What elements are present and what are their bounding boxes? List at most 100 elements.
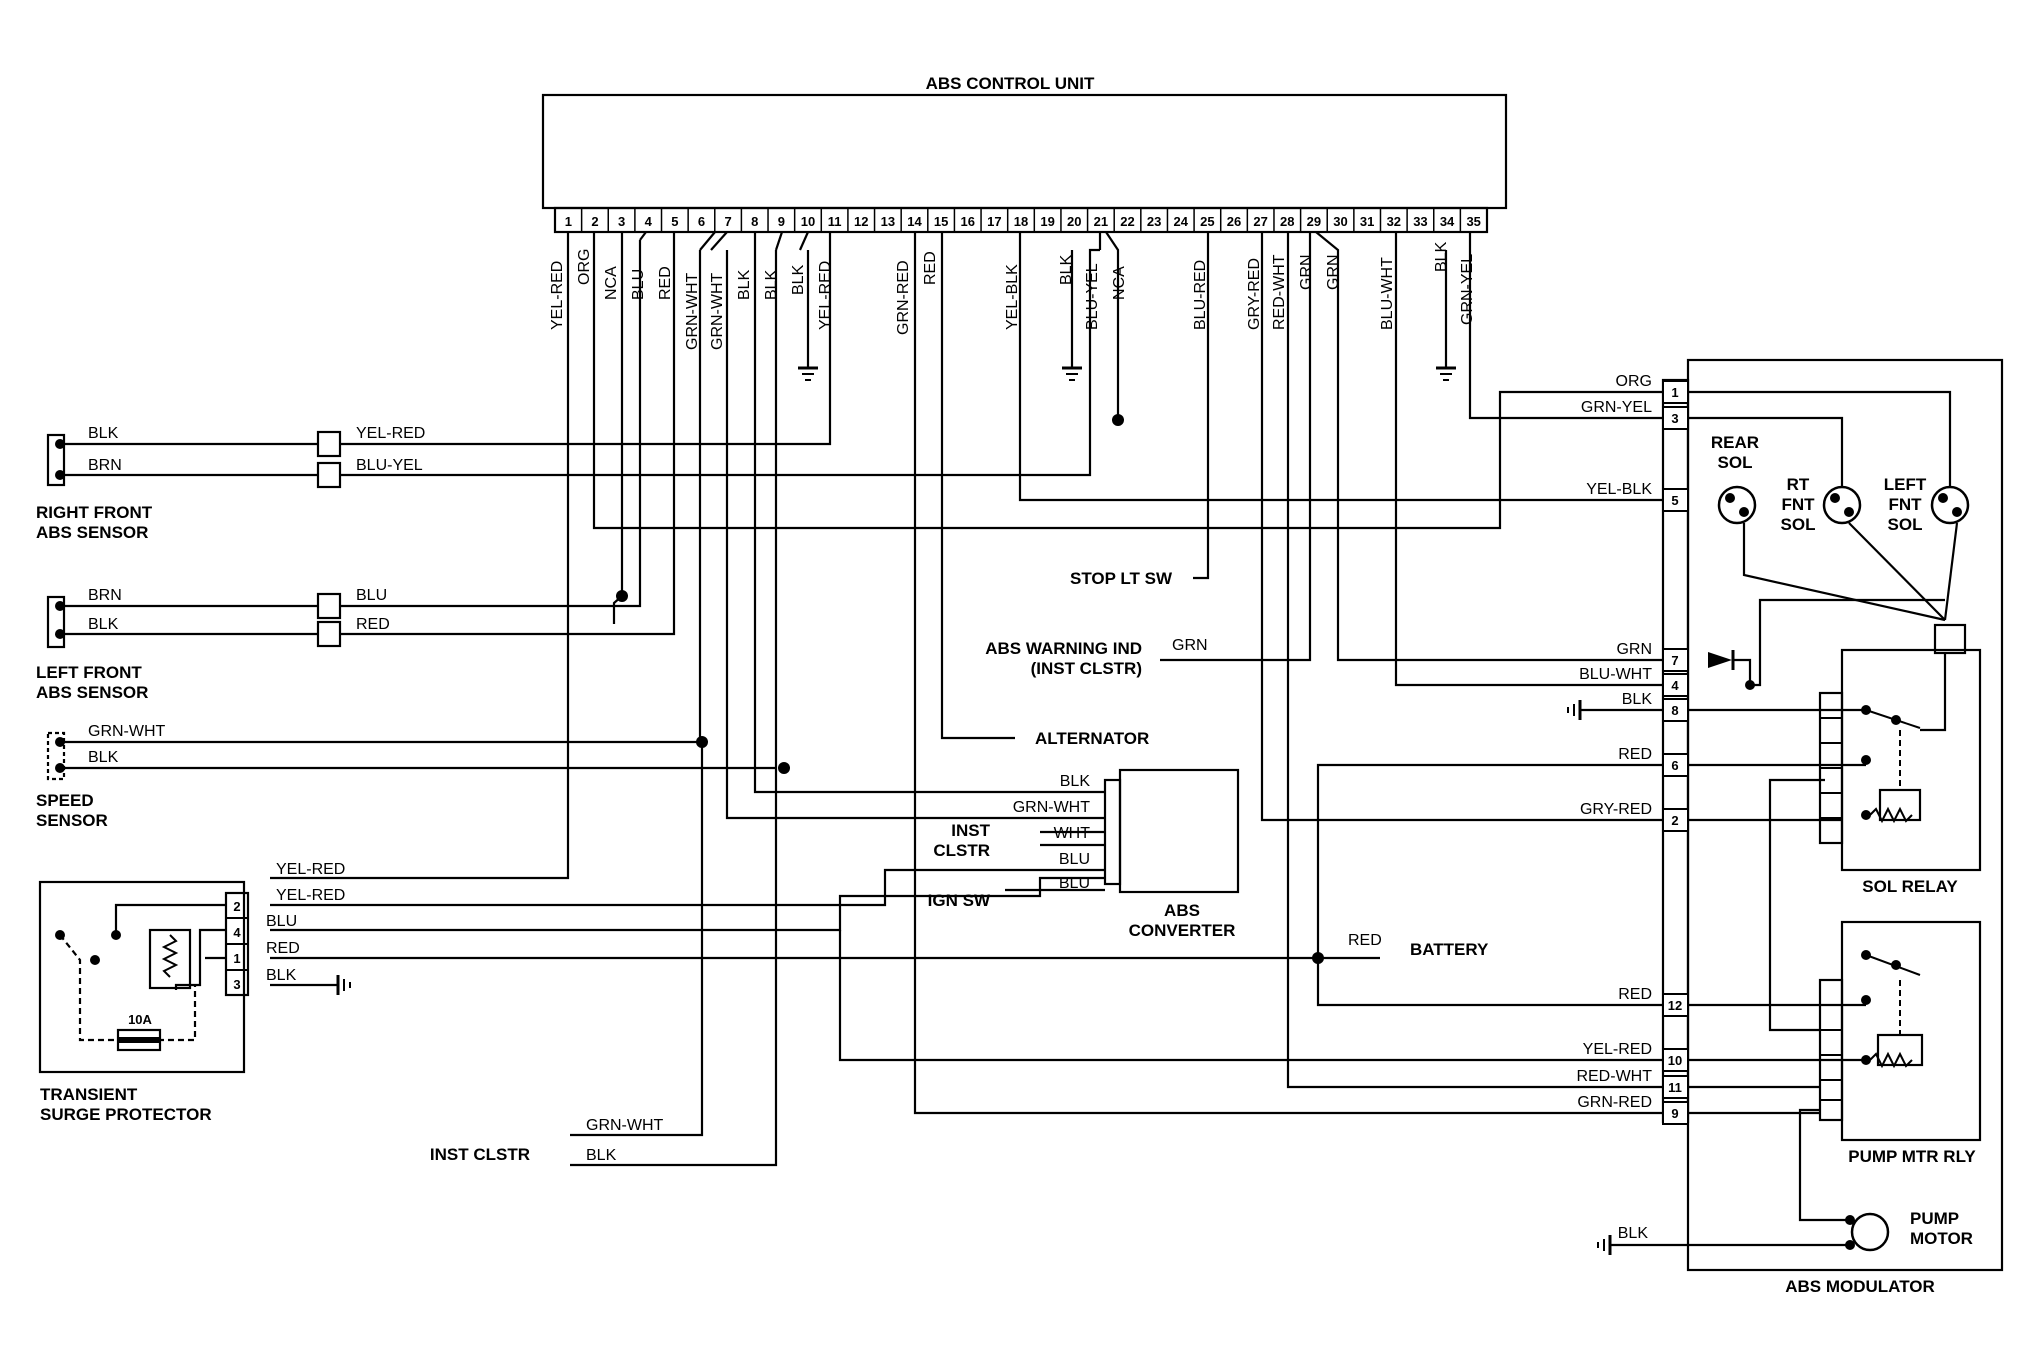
- ecu-wire-label: BLK: [763, 269, 780, 300]
- ecu-wire-label: BLK: [1433, 241, 1450, 272]
- ecu-pin-number: 34: [1440, 214, 1455, 229]
- switch-contact: [55, 930, 65, 940]
- surge-pin: 3: [233, 977, 240, 992]
- splice-dots: [616, 414, 1324, 964]
- modulator-wire-label: GRN-YEL: [1581, 399, 1652, 416]
- modulator-pin-number: 2: [1671, 813, 1678, 828]
- ecu-pin-number: 22: [1120, 214, 1134, 229]
- pump-relay-connector: [1818, 978, 1844, 1122]
- ecu-pin-number: 11: [828, 214, 842, 229]
- ecu-pin-number: 13: [881, 214, 895, 229]
- splice-dot: [616, 590, 628, 602]
- modulator-wire-label: BLK: [1622, 691, 1653, 708]
- wire-gry-red-pin27: [1260, 232, 1663, 822]
- lf-sensor-label: LEFT FRONT: [36, 663, 142, 682]
- harness-connector: [316, 620, 342, 648]
- ecu-pin-number: 33: [1413, 214, 1427, 229]
- modulator-pin-number: 9: [1671, 1106, 1678, 1121]
- modulator-wire-label: RED-WHT: [1576, 1068, 1652, 1085]
- battery-label: BATTERY: [1410, 940, 1489, 959]
- surge-protector-body: [38, 880, 246, 1074]
- rt-fnt-sol: RT FNT SOL: [1781, 475, 1862, 534]
- inst-clstr-bottom-label: INST CLSTR: [430, 1145, 530, 1164]
- ecu-pin-number: 23: [1147, 214, 1161, 229]
- converter-wire-label: BLU: [1059, 851, 1090, 868]
- ecu-pin-number: 32: [1387, 214, 1401, 229]
- ground-icon: [1597, 1235, 1612, 1255]
- surge-pin: 2: [233, 899, 240, 914]
- wire-blk-bend: [774, 231, 784, 251]
- surge-wire-label: BLU: [266, 913, 297, 930]
- solenoid-icon: [1930, 485, 1970, 525]
- modulator-pin-cell: [1662, 673, 1689, 697]
- relay-internal: [1920, 653, 1947, 732]
- modulator-wire-label: RED: [1618, 986, 1652, 1003]
- switch-contact: [90, 955, 100, 965]
- wire-blk-inst: [570, 250, 778, 1167]
- converter-wire-label: BLK: [1060, 773, 1091, 790]
- ecu-wire-label: GRN-YEL: [1459, 254, 1476, 325]
- modulator-pin-cell: [1662, 648, 1689, 672]
- relay-internal: [1768, 778, 1825, 1032]
- sensor-pin: [55, 470, 65, 480]
- ecu-pin-number: 15: [934, 214, 948, 229]
- wire-red-mod12: [1316, 958, 1663, 1007]
- abs-converter: BLK GRN-WHT WHT BLU BLU ABS CONVERTER IN…: [928, 768, 1240, 940]
- wire-grn-pin30: [1315, 231, 1663, 662]
- wire-org-pin2: [592, 232, 1663, 530]
- speed-sensor: GRN-WHT BLK SPEED SENSOR: [36, 723, 166, 830]
- abs-control-unit-body: [541, 93, 1508, 210]
- ecu-wire-label: YEL-RED: [549, 261, 566, 330]
- ecu-wire-label: GRN-WHT: [709, 272, 726, 350]
- wire-blk-pin9-bend: [798, 231, 810, 251]
- abs-modulator-body: [1686, 358, 2004, 1272]
- lf-sensor-label: ABS SENSOR: [36, 683, 148, 702]
- sol-relay: SOL RELAY: [1688, 648, 1982, 896]
- ign-sw-label: IGN SW: [928, 891, 991, 910]
- rt-fnt-sol-label: FNT: [1781, 495, 1815, 514]
- ecu-pin-number: 12: [854, 214, 868, 229]
- wire-yel-red-mod10: [838, 930, 1663, 1062]
- converter-wire-label: BLU: [1059, 875, 1090, 892]
- ecu-pin-number: 24: [1174, 214, 1189, 229]
- ecu-wire-label: GRY-RED: [1246, 258, 1263, 330]
- wire-blk-converter: [753, 232, 1105, 794]
- left-fnt-sol: LEFT FNT SOL: [1884, 475, 1970, 534]
- converter-wire-label: WHT: [1054, 825, 1091, 842]
- sensor-pin: [55, 763, 65, 773]
- ecu-pin-number: 6: [698, 214, 705, 229]
- mod-internal: [1742, 523, 1946, 622]
- surge-label: TRANSIENT: [40, 1085, 138, 1104]
- fuse-rating: 10A: [128, 1012, 152, 1027]
- alternator-label: ALTERNATOR: [1035, 729, 1149, 748]
- inst-clstr-label: INST: [951, 821, 990, 840]
- pump-relay-label: PUMP MTR RLY: [1848, 1147, 1976, 1166]
- ecu-wire-label: BLU: [630, 269, 647, 300]
- wire-yel-red-surge: [270, 868, 1105, 907]
- ecu-pin-number: 9: [778, 214, 785, 229]
- ecu-wire-label: BLU-YEL: [1084, 263, 1101, 330]
- rear-sol: REAR SOL: [1711, 433, 1759, 525]
- abs-converter-connector: [1103, 778, 1122, 886]
- switch-contact: [111, 930, 121, 940]
- modulator-wire-label: GRN-RED: [1577, 1094, 1652, 1111]
- lf-wire-label: BLU: [356, 587, 387, 604]
- ecu-wire-label: NCA: [1111, 266, 1128, 300]
- harness-connector: [316, 592, 342, 620]
- relay-coil-box: [1878, 788, 1922, 822]
- ecu-wire-label: ORG: [576, 249, 593, 285]
- modulator-wire-label: YEL-BLK: [1586, 481, 1652, 498]
- wire-blu-wht-pin32: [1394, 232, 1663, 687]
- relay-coil-box: [1876, 1033, 1924, 1067]
- wire-grn-wht-bend-b: [710, 231, 728, 251]
- modulator-pin-number: 7: [1671, 653, 1678, 668]
- splice-dot: [778, 762, 790, 774]
- wire-yel-red-rf: [340, 232, 832, 446]
- abs-warning-label: (INST CLSTR): [1031, 659, 1142, 678]
- wire-blu-pin4: [340, 240, 642, 608]
- ecu-pin-number: 2: [591, 214, 598, 229]
- ecu-pin-number: 16: [961, 214, 975, 229]
- ecu-pin-number: 10: [801, 214, 815, 229]
- surge-internal: [59, 934, 197, 1042]
